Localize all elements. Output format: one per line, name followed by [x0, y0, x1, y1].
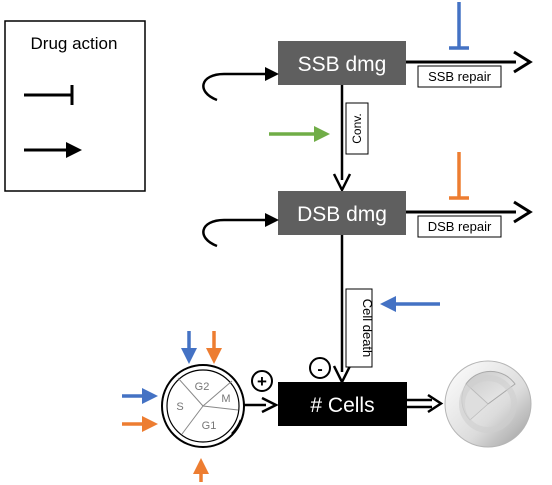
plus-sign: +: [251, 370, 273, 392]
ssb-node-box: [278, 41, 406, 85]
phase-s: S: [176, 401, 183, 413]
cell-cycle-diagram: G2 M G1 S: [161, 364, 245, 448]
orange-arrow-bottom-cycle: [193, 458, 209, 482]
dsb-damage-node: DSB dmg: [278, 191, 406, 235]
cell-death-label: Cell death: [345, 288, 375, 368]
legend: Drug action: [4, 20, 146, 192]
phase-g2: G2: [195, 381, 210, 393]
orange-inhibitor-dsb-repair: [449, 152, 469, 200]
legend-box: [4, 20, 146, 192]
conversion-label: Conv.: [345, 102, 369, 155]
svg-text:-: -: [317, 361, 322, 378]
orange-arrow-top-cycle: [206, 331, 222, 364]
legend-inhibition-icon: [24, 85, 74, 105]
dsb-node-label: DSB dmg: [297, 203, 387, 226]
ssb-repair-label: SSB repair: [417, 65, 502, 88]
conversion-text: Conv.: [350, 113, 364, 143]
dsb-repair-text: DSB repair: [428, 219, 492, 234]
blue-arrow-top-cycle: [181, 331, 197, 364]
phase-m: M: [221, 393, 230, 405]
legend-title: Drug action: [31, 34, 118, 53]
spheroid-image: [444, 360, 532, 448]
dsb-repair-arrow: [406, 200, 533, 224]
blue-arrow-left-cycle: [122, 388, 158, 404]
ssb-repair-text: SSB repair: [428, 69, 492, 84]
cells-to-sphere-arrow: [407, 393, 444, 414]
cells-node-label: # Cells: [310, 394, 374, 417]
cycle-rotation-arrow: [231, 419, 243, 435]
cell-death-text: Cell death: [360, 299, 375, 358]
dsb-node-box: [278, 191, 406, 235]
blue-inhibitor-ssb-repair: [449, 2, 469, 50]
cells-node: # Cells: [278, 382, 407, 426]
ssb-repair-arrow: [406, 50, 533, 74]
dsb-self-loop-arrow: [202, 213, 279, 248]
blue-activator-cell-death: [380, 296, 440, 312]
orange-arrow-left-cycle: [122, 416, 158, 432]
ssb-self-loop-arrow: [202, 67, 279, 102]
svg-text:+: +: [257, 372, 267, 391]
dsb-repair-label: DSB repair: [417, 215, 502, 238]
ssb-node-label: SSB dmg: [298, 53, 387, 76]
phase-g1: G1: [202, 420, 217, 432]
cells-node-box: [278, 382, 407, 426]
legend-activation-icon: [24, 142, 82, 158]
minus-sign: -: [309, 357, 331, 379]
conversion-arrow: [332, 85, 352, 193]
cycle-to-cells-arrow: [244, 396, 279, 414]
green-activator-conversion: [269, 126, 330, 142]
ssb-damage-node: SSB dmg: [278, 41, 406, 85]
